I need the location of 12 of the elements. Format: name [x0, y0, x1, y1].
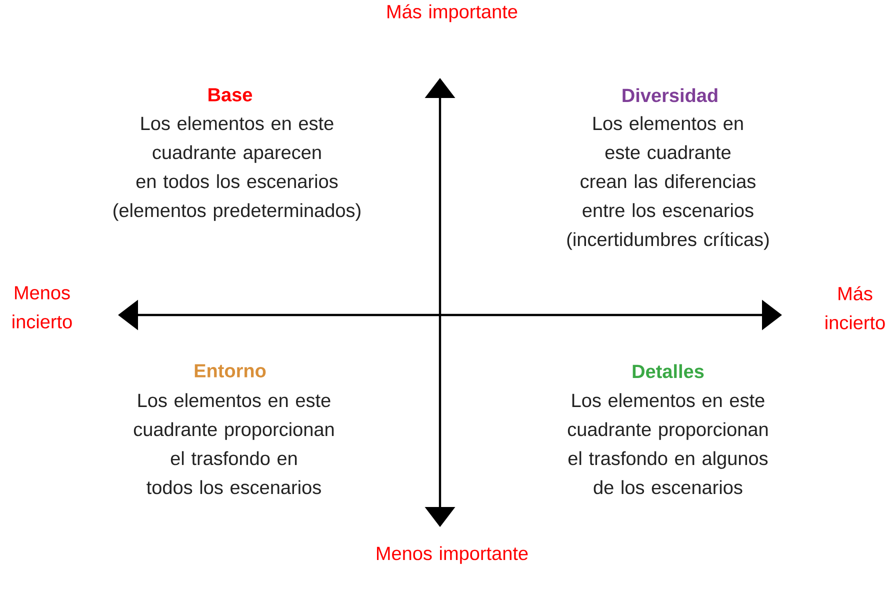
quadrant-heading: Base	[208, 88, 252, 102]
axis-label: Menos importante	[377, 546, 528, 564]
quadrant-description: Los elementos en este cuadrante proporcionan el trasfondo en todos los escenarios	[134, 393, 334, 494]
quadrant-description: Los elementos en este cuadrante proporcionan el trasfondo en algunos de los escenarios	[568, 393, 768, 494]
axis-label: Más importante	[388, 4, 518, 22]
axis-label: Menos incierto	[12, 286, 72, 328]
quadrant-description: Los elementos en este cuadrante aparecen en todos los escenarios (elementos predeterminados)	[114, 116, 360, 221]
quadrant-heading: Entorno	[194, 364, 266, 378]
quadrant-description: Los elementos en este cuadrante crean las diferencias entre los escenarios (incertidumbres críticas)	[567, 116, 769, 250]
quadrant-heading: Diversidad	[622, 88, 718, 102]
axis-label: Más incierto	[826, 286, 885, 330]
quadrant-heading: Detalles	[632, 364, 704, 378]
